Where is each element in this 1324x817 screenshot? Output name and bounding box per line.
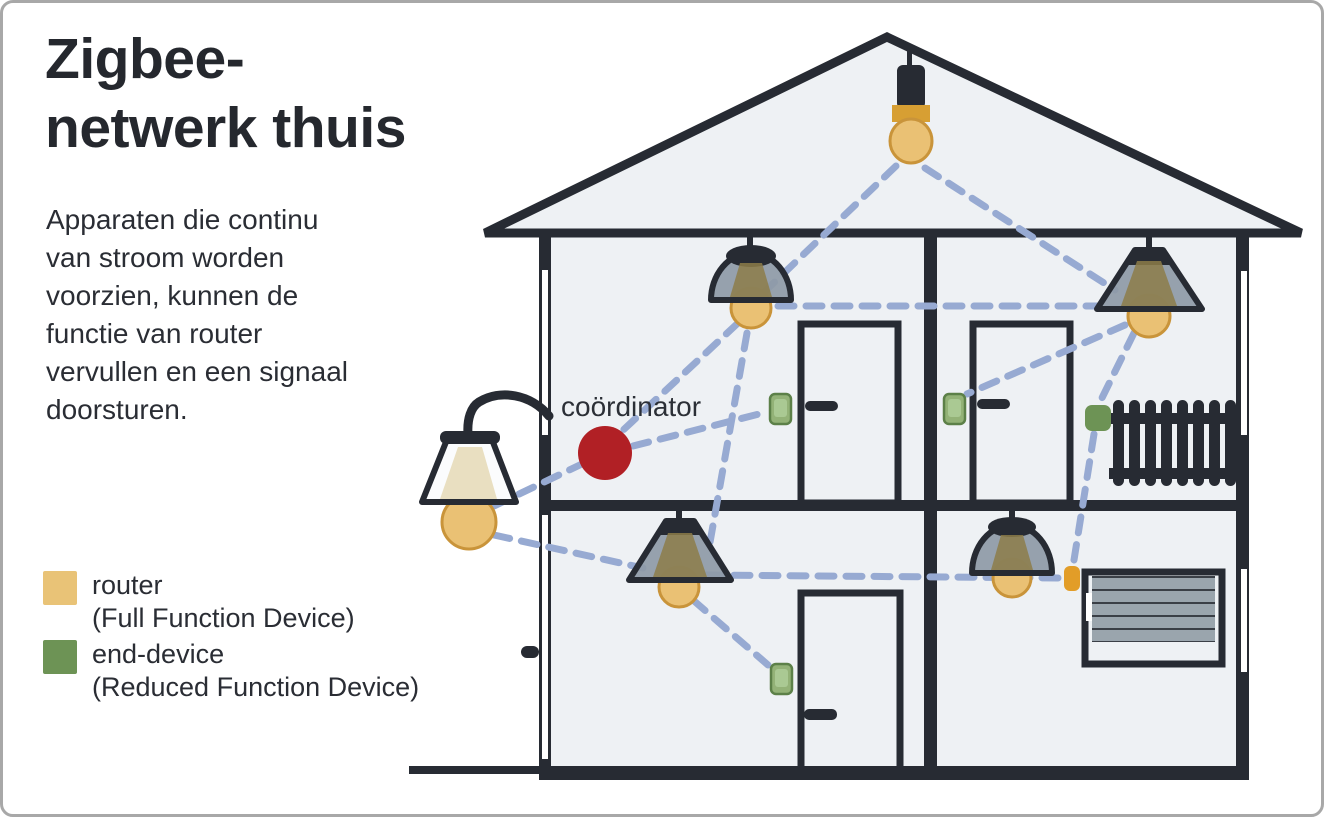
bulb-silhouette <box>653 533 707 577</box>
door-ground-left <box>797 589 904 777</box>
ground-line <box>409 766 541 774</box>
window-blinds <box>1081 568 1226 668</box>
radiator-valve-device <box>1085 405 1111 431</box>
title-line-1: Zigbee- <box>45 27 245 91</box>
zigbee-link <box>921 164 1119 294</box>
radiator <box>1109 400 1236 486</box>
zigbee-link <box>689 596 772 669</box>
blinds-controller-device <box>1064 566 1080 591</box>
paragraph-line: doorsturen. <box>46 394 188 425</box>
lamp-cap <box>988 517 1036 537</box>
lamp-cap <box>655 519 705 535</box>
radiator-bottom-bar <box>1109 468 1236 479</box>
legend-end-device-label: end-device <box>92 639 225 669</box>
legend-router-sublabel: (Full Function Device) <box>92 603 355 633</box>
doorbell-knob <box>521 646 539 658</box>
window-left-lower <box>542 515 548 759</box>
radiator-top-bar <box>1109 413 1236 424</box>
door-handle <box>977 399 1010 409</box>
window-right-upper <box>1241 271 1247 435</box>
door-sensor-ground <box>769 662 794 696</box>
bulb-socket <box>897 65 925 109</box>
floor-divider <box>539 500 1249 511</box>
interior-wall-lower <box>924 511 937 766</box>
door-handle <box>805 401 838 411</box>
zigbee-link <box>705 329 751 552</box>
door-panel <box>969 320 1074 507</box>
blind-slat <box>1092 617 1215 628</box>
page-title: Zigbee- netwerk thuis <box>45 25 406 163</box>
legend-item-router: router (Full Function Device) <box>43 569 419 635</box>
window-left-upper <box>542 270 548 435</box>
blind-slat <box>1092 591 1215 602</box>
zigbee-link <box>629 408 771 450</box>
lamp-cord <box>1009 504 1015 518</box>
lamp-cap <box>440 431 500 444</box>
bulb-silhouette <box>991 535 1033 570</box>
legend-end-device-sublabel: (Reduced Function Device) <box>92 672 420 702</box>
paragraph-line: van stroom worden <box>46 242 285 273</box>
paragraph-line: vervullen en een signaal <box>46 356 348 387</box>
lamp-cord <box>1146 234 1152 250</box>
router-bulb <box>888 117 934 165</box>
coordinator-node <box>578 426 632 480</box>
door-handle <box>804 709 837 720</box>
lamp-cap <box>726 245 776 267</box>
paragraph-line: Apparaten die continu <box>46 204 319 235</box>
title-line-2: netwerk thuis <box>45 96 406 160</box>
lamp-cord <box>676 509 682 523</box>
zigbee-house-diagram: coördinator <box>409 32 1303 780</box>
end-device-color-swatch <box>43 640 77 674</box>
paragraph-line: functie van router <box>46 318 263 349</box>
zigbee-link <box>963 321 1129 398</box>
blind-slat <box>1092 630 1215 641</box>
window-right-lower <box>1241 569 1247 672</box>
door-upper-right <box>969 320 1074 507</box>
cone-lamp-upper-right <box>1094 234 1205 339</box>
legend-item-end-device: end-device (Reduced Function Device) <box>43 638 419 704</box>
bulb-silhouette <box>730 263 772 297</box>
end-device-swatch-rect <box>43 640 77 674</box>
end-device-face <box>774 399 787 417</box>
router-color-swatch <box>43 571 77 605</box>
outdoor-wall-lamp <box>419 390 554 551</box>
house-base <box>539 766 1249 780</box>
zigbee-link <box>1070 430 1098 564</box>
lamp-cord <box>747 236 753 250</box>
blind-slat <box>1092 604 1215 615</box>
door-sensor-upper-left <box>768 392 793 426</box>
door-upper-left <box>797 320 902 507</box>
end-device-face <box>775 669 788 687</box>
legend: router (Full Function Device) end-device… <box>43 569 419 707</box>
legend-router-label: router <box>92 570 163 600</box>
bulb-silhouette <box>1121 261 1177 306</box>
zigbee-link <box>616 319 742 437</box>
door-panel <box>797 589 904 777</box>
bulb-neck <box>892 105 930 122</box>
door-sensor-upper-right <box>942 392 967 426</box>
attic-pendant-lamp <box>888 45 934 165</box>
blinds-pull-handle <box>1086 593 1092 621</box>
lamp-cord <box>907 45 912 71</box>
coordinator-label: coördinator <box>561 391 701 422</box>
shade-glow <box>440 447 497 499</box>
end-device-face <box>948 399 961 417</box>
zigbee-link <box>490 531 647 572</box>
dome-lamp-upper-left <box>708 236 794 330</box>
interior-wall-upper <box>924 234 937 500</box>
lamp-cap <box>1123 248 1175 265</box>
zigbee-link <box>1096 329 1138 406</box>
intro-paragraph: Apparaten die continu van stroom worden … <box>46 201 348 429</box>
dome-lamp-ground-right <box>969 504 1055 599</box>
blind-slat <box>1092 578 1215 589</box>
paragraph-line: voorzien, kunnen de <box>46 280 299 311</box>
router-swatch-rect <box>43 571 77 605</box>
cone-lamp-ground <box>626 509 734 609</box>
lamp-arm <box>463 390 554 439</box>
door-panel <box>797 320 902 507</box>
